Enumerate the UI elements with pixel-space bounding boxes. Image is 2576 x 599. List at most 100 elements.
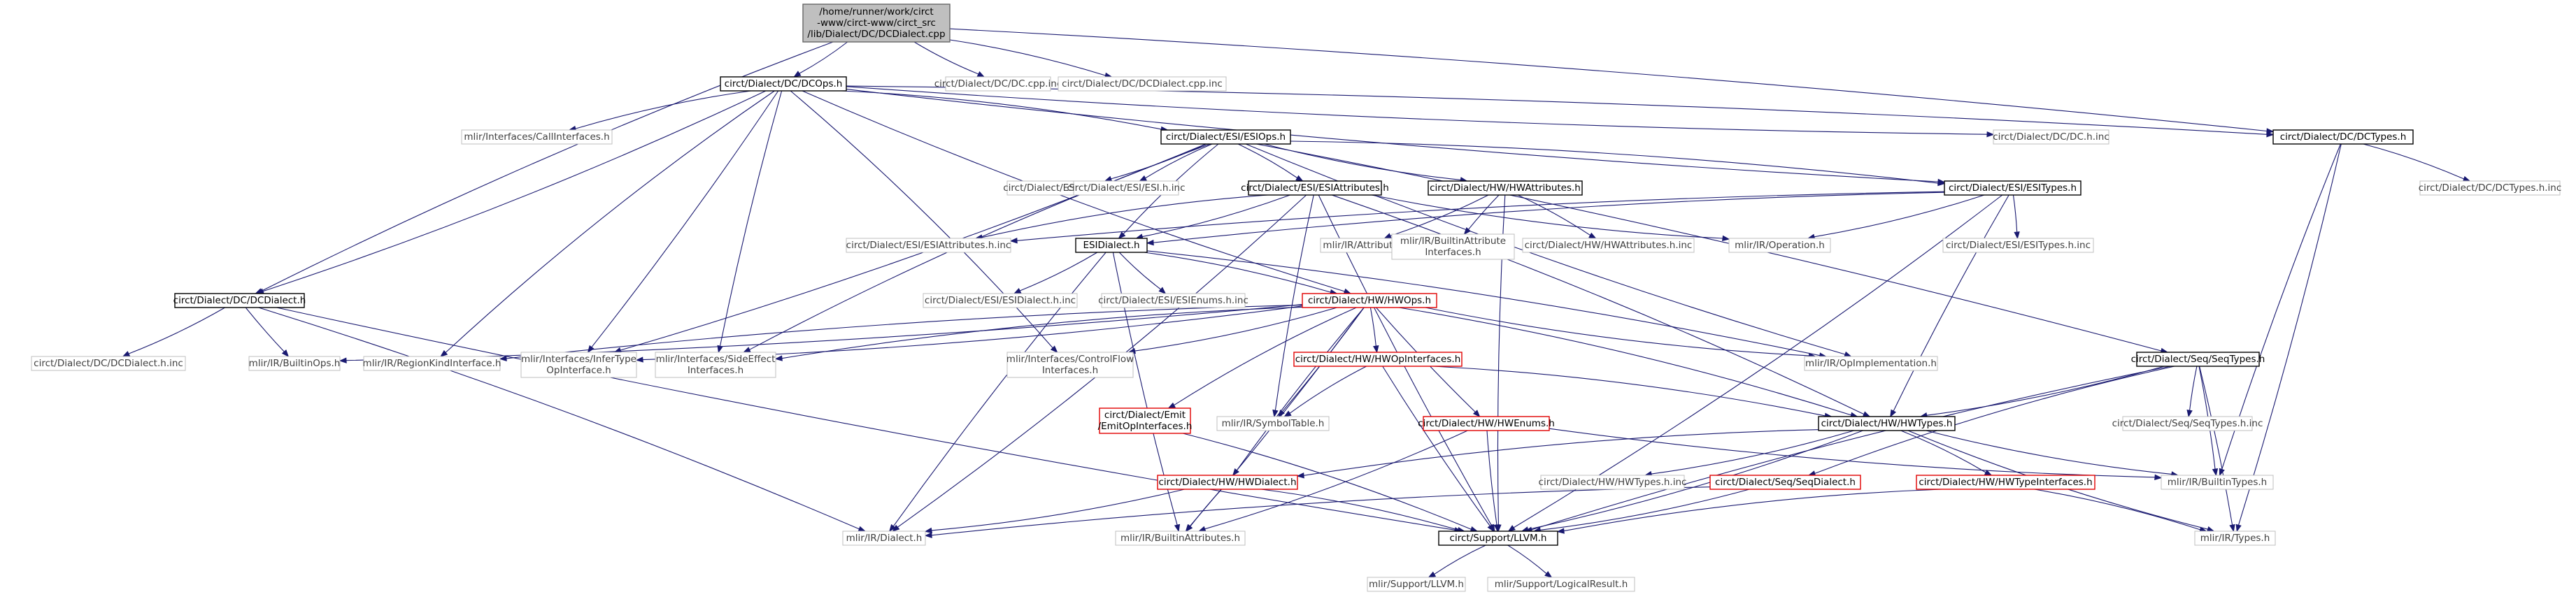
file-node-hwattrs-inc: circt/Dialect/HW/HWAttributes.h.inc: [1522, 238, 1695, 253]
file-node-box: [1709, 475, 1861, 490]
file-node-label: circt/Dialect/DC/DC.h.inc: [1993, 131, 2109, 143]
include-arrowhead-hwdialect_h-to-ir_builtinattrs: [1185, 524, 1193, 533]
file-node-label: mlir/IR/Attributes.h: [1323, 240, 1412, 251]
file-node-hwtypeifaces-h[interactable]: circt/Dialect/HW/HWTypeInterfaces.h: [1916, 475, 2095, 490]
file-node-ir-regionkind: mlir/IR/RegionKindInterface.h: [363, 356, 501, 371]
file-node-hwopifaces-h[interactable]: circt/Dialect/HW/HWOpInterfaces.h: [1293, 352, 1463, 367]
file-node-hwdialect-h[interactable]: circt/Dialect/HW/HWDialect.h: [1157, 475, 1298, 490]
file-node-label: mlir/IR/BuiltinTypes.h: [2168, 477, 2267, 488]
file-node-label: circt/Dialect/Seq/SeqTypes.h.inc: [2112, 418, 2263, 429]
file-node-box: [1804, 356, 1938, 371]
include-arrowhead-seqtypes_h-to-seqtypes_inc: [2186, 409, 2193, 418]
file-node-box: [2194, 531, 2276, 546]
include-arrowhead-hwops_h-to-hwenums_h: [1472, 410, 1481, 417]
file-node-label: mlir/IR/Types.h: [2200, 533, 2270, 544]
file-node-ir-types: mlir/IR/Types.h: [2194, 531, 2276, 546]
file-node-dcdialect-h[interactable]: circt/Dialect/DC/DCDialect.h: [173, 293, 306, 308]
include-edge-hwenums_h-to-support_llvm_h: [1486, 430, 1497, 526]
include-arrowhead-dcops_h-to-sideeffect: [717, 345, 723, 354]
include-arrowhead-hwops_h-to-emitopifaces_h: [1167, 402, 1176, 409]
include-arrowhead-esitypes_h-to-hwtypes_h: [1890, 409, 1897, 418]
include-edge-seqtypes_h-to-support_llvm_h: [1531, 366, 2171, 531]
file-node-box: [1157, 475, 1298, 490]
file-node-esitypes-h[interactable]: circt/Dialect/ESI/ESITypes.h: [1944, 180, 2082, 196]
include-arrowhead-hwdialect_h-to-ir_dialect: [924, 527, 933, 534]
file-node-dctypes-h[interactable]: circt/Dialect/DC/DCTypes.h: [2272, 129, 2414, 145]
include-arrowhead-dcdialect_h-to-ir_dialect: [858, 526, 867, 532]
file-node-opimpl: mlir/IR/OpImplementation.h: [1804, 356, 1938, 371]
file-node-box: [461, 129, 613, 145]
file-node-dcops-h[interactable]: circt/Dialect/DC/DCOps.h: [720, 76, 847, 92]
include-edge-esiops_h-to-esi_h_inc: [1145, 143, 1213, 179]
file-node-label: mlir/IR/Operation.h: [1735, 240, 1825, 251]
file-node-box: [1101, 293, 1246, 308]
file-node-mlir-support-llvm: mlir/Support/LLVM.h: [1367, 577, 1466, 592]
file-node-box: [1058, 76, 1227, 92]
include-arrowhead-seqtypes_h-to-ir_types: [2229, 524, 2235, 533]
file-node-label: circt/Dialect/DC/DCDialect.h: [173, 295, 306, 306]
include-edge-seqtypes_h-to-seqtypes_inc: [2189, 366, 2198, 411]
file-node-label: circt/Dialect/HW/HWAttributes.h.inc: [1525, 240, 1693, 251]
file-node-box: [945, 76, 1051, 92]
file-node-esiops-h[interactable]: circt/Dialect/ESI/ESIOps.h: [1160, 129, 1291, 145]
include-arrowhead-dcdialect_cpp-to-dcops_h: [793, 71, 802, 78]
include-edge-hwdialect_h-to-support_llvm_h: [1261, 489, 1458, 531]
include-arrowhead-esiops_h-to-esiifaces_inc: [1104, 175, 1113, 182]
include-arrowhead-dcops_h-to-dctypes_h: [2266, 131, 2275, 138]
file-node-label: mlir/IR/BuiltinAttributes.h: [1120, 533, 1240, 544]
include-edge-esiops_h-to-esiattrs_h: [1237, 143, 1298, 178]
include-edge-esitypes_h-to-esidialect_h: [1153, 192, 1945, 243]
file-node-box: [1075, 238, 1148, 253]
file-node-label: Interfaces.h: [1042, 365, 1098, 376]
include-edge-dcdialect_h-to-support_llvm_h: [276, 307, 1456, 531]
include-edge-dctypes_h-to-ir_types: [2237, 143, 2342, 526]
file-node-seqdialect-h[interactable]: circt/Dialect/Seq/SeqDialect.h: [1709, 475, 1861, 490]
file-node-support-llvm-h[interactable]: circt/Support/LLVM.h: [1438, 531, 1558, 546]
file-node-label: /home/runner/work/circt: [819, 6, 933, 17]
file-node-emitopifaces-h[interactable]: circt/Dialect/Emit/EmitOpInterfaces.h: [1098, 407, 1193, 434]
file-node-box: [1216, 416, 1330, 431]
file-node-label: ESIDialect.h: [1083, 240, 1139, 251]
file-node-hwops-h[interactable]: circt/Dialect/HW/HWOps.h: [1302, 293, 1437, 308]
file-node-box: [1487, 577, 1635, 592]
include-arrowhead-esidialect_h-to-esienums_inc: [1158, 287, 1167, 294]
include-arrowhead-esiops_h-to-esiattrs_h: [1295, 175, 1304, 182]
include-arrowhead-hwopifaces_h-to-support_llvm_h: [1487, 524, 1495, 533]
include-arrowhead-dctypes_h-to-ir_types: [2235, 524, 2242, 533]
file-node-seqtypes-h[interactable]: circt/Dialect/Seq/SeqTypes.h: [2131, 352, 2265, 367]
include-arrowhead-hwenums_h-to-ir_builtintypes: [2154, 474, 2163, 480]
file-node-dc-h-inc: circt/Dialect/DC/DC.h.inc: [1993, 129, 2109, 145]
file-node-hwattrs-h[interactable]: circt/Dialect/HW/HWAttributes.h: [1428, 180, 1583, 196]
include-edge-dcdialect_cpp-to-dc_cpp_inc: [913, 41, 979, 75]
include-edge-hwenums_h-to-ir_builtinattrs: [1204, 430, 1468, 530]
include-edge-hwops_h-to-hwopifaces_h: [1369, 307, 1376, 347]
file-node-box: [1728, 238, 1831, 253]
file-node-esiattrs-inc: circt/Dialect/ESI/ESIAttributes.h.inc: [846, 238, 1011, 253]
file-node-esidialect-h[interactable]: ESIDialect.h: [1075, 238, 1148, 253]
include-arrowhead-dcops_h-to-ir_regionkind: [440, 349, 448, 357]
file-node-dctypes-h-inc: circt/Dialect/DC/DCTypes.h.inc: [2419, 180, 2561, 196]
include-arrowhead-dcdialect_h-to-dcdialect_h_inc: [122, 351, 131, 357]
file-node-esiattrs-h[interactable]: circt/Dialect/ESI/ESIAttributes.h: [1241, 180, 1389, 196]
include-arrowhead-esiops_h-to-esidialect_h: [1118, 231, 1126, 239]
file-node-label: circt/Dialect/HW/HWOpInterfaces.h: [1295, 354, 1461, 365]
file-node-box: [174, 293, 305, 308]
file-node-box: [1160, 129, 1291, 145]
file-node-label: circt/Dialect/DC/DCDialect.cpp.inc: [1062, 78, 1223, 89]
include-edge-dctypes_h-to-dctypes_h_inc: [2363, 143, 2464, 180]
file-node-label: circt/Dialect/DC/DCOps.h: [725, 78, 843, 89]
file-node-box: [1293, 352, 1463, 367]
include-edge-hwops_h-to-hwdialect_h: [1236, 307, 1365, 471]
include-edge-hwtypes_h-to-hwtypeifaces_h: [1900, 430, 1986, 473]
file-node-box: [1540, 475, 1685, 490]
file-node-label: mlir/Interfaces/CallInterfaces.h: [464, 131, 609, 143]
include-arrowhead-hwops_h-to-ir_regionkind: [499, 355, 507, 361]
file-node-dcdialect-cpp[interactable]: /home/runner/work/circt-www/circt-www/ci…: [802, 3, 951, 43]
file-node-hwenums-h[interactable]: circt/Dialect/HW/HWEnums.h: [1418, 416, 1555, 431]
include-edge-esiops_h-to-esitypes_h: [1290, 140, 1939, 184]
file-node-hwtypes-h[interactable]: circt/Dialect/HW/HWTypes.h: [1818, 416, 1956, 431]
file-node-label: circt/Dialect/ESI/ESIAttributes.h.inc: [846, 240, 1011, 251]
include-edge-esidialect_h-to-ir_dialect: [892, 252, 1106, 527]
include-edge-hwops_h-to-inferiface: [642, 305, 1303, 361]
file-node-box: [2272, 129, 2414, 145]
